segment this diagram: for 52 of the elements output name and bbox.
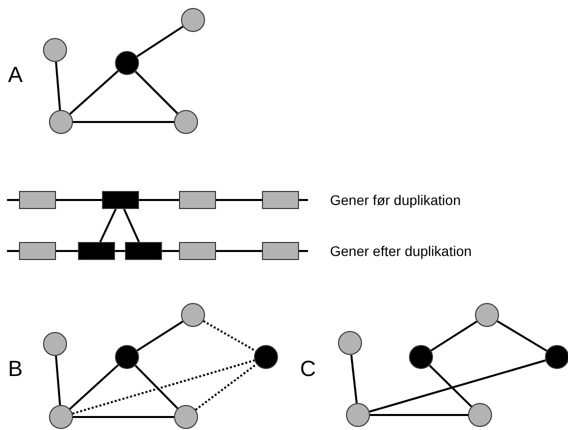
connector-line xyxy=(134,70,178,114)
gene-block xyxy=(78,242,114,260)
connector-line xyxy=(430,320,478,352)
connector-line xyxy=(73,121,174,123)
dotted-line xyxy=(72,359,255,415)
connector-line xyxy=(55,62,61,110)
dotted-line xyxy=(195,363,257,411)
connector-line xyxy=(69,70,119,115)
node-circle xyxy=(49,405,73,429)
node-circle xyxy=(174,405,198,429)
row-label: Gener efter duplikation xyxy=(330,244,472,258)
gene-block xyxy=(262,242,298,260)
panel-letter: C xyxy=(300,358,316,380)
node-circle xyxy=(545,345,568,369)
connector-line xyxy=(54,356,62,406)
connector-line xyxy=(428,364,472,408)
connector-line xyxy=(123,208,140,242)
node-circle xyxy=(475,303,499,327)
gene-block xyxy=(262,191,298,209)
row-label: Gener før duplikation xyxy=(330,193,461,207)
node-circle xyxy=(43,332,67,356)
connector-line xyxy=(496,320,548,352)
dotted-line xyxy=(202,320,256,352)
node-circle xyxy=(43,38,67,62)
node-circle xyxy=(468,403,492,427)
connector-line xyxy=(136,320,184,352)
gene-block xyxy=(124,242,162,260)
panel-letter: A xyxy=(8,64,23,86)
connector-line xyxy=(350,354,358,404)
node-circle xyxy=(254,345,278,369)
node-circle xyxy=(115,51,139,75)
connector-line xyxy=(69,364,119,410)
connector-line xyxy=(73,416,174,418)
node-circle xyxy=(174,110,198,134)
gene-block xyxy=(178,191,216,209)
node-circle xyxy=(181,8,205,32)
node-circle xyxy=(409,345,433,369)
gene-block xyxy=(178,242,216,260)
node-circle xyxy=(338,331,362,355)
panel-letter: B xyxy=(8,358,23,380)
gene-block xyxy=(18,191,56,209)
connector-line xyxy=(370,414,468,416)
node-circle xyxy=(181,303,205,327)
gene-block xyxy=(102,191,138,209)
gene-block xyxy=(18,242,56,260)
connector-line xyxy=(136,26,184,58)
node-circle xyxy=(115,345,139,369)
node-circle xyxy=(49,110,73,134)
connector-line xyxy=(369,359,546,413)
connector-line xyxy=(99,208,117,242)
connector-line xyxy=(134,364,178,410)
node-circle xyxy=(346,403,370,427)
